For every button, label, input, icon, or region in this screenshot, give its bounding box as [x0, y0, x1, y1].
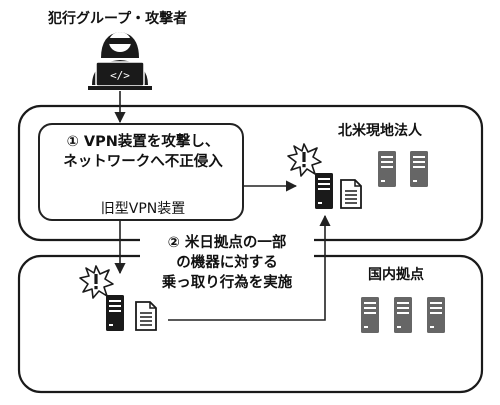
server-icon	[361, 297, 379, 333]
svg-text:</>: </>	[110, 69, 130, 82]
step1-line1: ① VPN装置を攻撃し、	[66, 134, 220, 150]
step2-line1: ② 米日拠点の一部	[167, 235, 287, 251]
north-america-region-label: 北米現地法人	[338, 123, 422, 139]
vpn-device-label: 旧型VPN装置	[100, 201, 186, 217]
document-icon	[340, 179, 362, 209]
step1-line2: ネットワークへ不正侵入	[63, 154, 223, 170]
hacker-laptop-icon: </>	[88, 32, 152, 90]
server-icon	[410, 151, 428, 187]
server-icon	[378, 151, 396, 187]
step2-line2: の機器に対する	[176, 255, 278, 271]
domestic-to-na-arrow	[168, 214, 331, 321]
document-icon	[135, 301, 157, 331]
server-icon	[106, 295, 124, 331]
server-icon	[315, 173, 333, 209]
step1-callout: ① VPN装置を攻撃し、 ネットワークへ不正侵入 旧型VPN装置	[38, 123, 244, 221]
server-icon	[394, 297, 412, 333]
domestic-region-label: 国内拠点	[368, 267, 424, 283]
step2-line3: 乗っ取り行為を実施	[161, 275, 293, 291]
compromise-burst-icon	[79, 265, 114, 299]
compromise-burst-icon	[287, 143, 322, 177]
server-icon	[427, 297, 445, 333]
step2-callout: ② 米日拠点の一部 の機器に対する 乗っ取り行為を実施	[140, 233, 314, 293]
attacker-label: 犯行グループ・攻撃者	[48, 11, 188, 27]
